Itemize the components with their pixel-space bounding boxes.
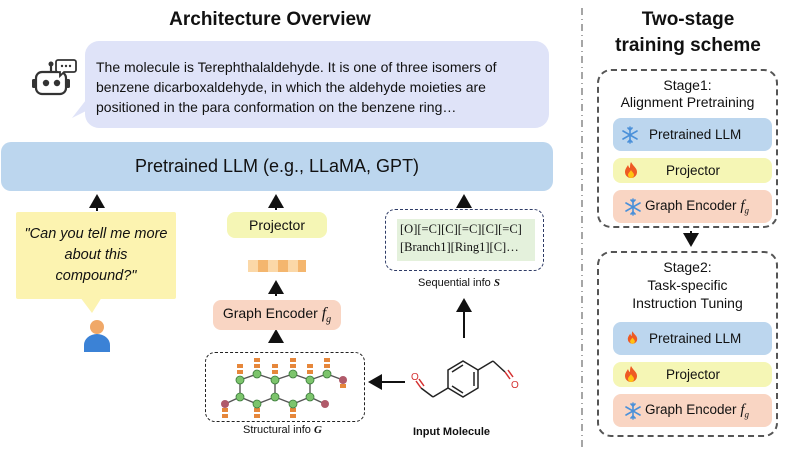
svg-text:O: O xyxy=(411,372,419,383)
projector-box: Projector xyxy=(227,212,327,238)
selfies-string-box xyxy=(397,219,535,261)
user-question-box: "Can you tell me more about this compoun… xyxy=(16,212,176,299)
stage2-projector-box xyxy=(613,362,772,387)
training-title-line2: training scheme xyxy=(615,35,761,56)
stage1-encoder-box xyxy=(613,190,772,223)
snowflake-icon xyxy=(622,126,638,144)
user-icon xyxy=(84,320,110,352)
structural-graph-container xyxy=(205,352,365,422)
question-tail xyxy=(80,297,102,313)
stage1-title-line2: Alignment Pretraining xyxy=(620,94,755,110)
pretrained-llm-label: Pretrained LLM (e.g., LLaMA, GPT) xyxy=(134,156,420,176)
graph-encoder-label: Graph Encoder fg xyxy=(222,305,332,325)
stage2-title-line2: Task-specific xyxy=(647,277,728,293)
stage1-encoder-label: Graph Encoder fg xyxy=(645,198,749,216)
stage1-panel xyxy=(597,69,778,228)
projector-label: Projector xyxy=(248,217,306,233)
stage2-encoder-box xyxy=(613,394,772,427)
stage2-llm-box xyxy=(613,322,772,355)
stage1-title-line1: Stage1: xyxy=(663,77,712,93)
selfies-line1: [O][=C][C][=C][C][=C] xyxy=(400,222,522,236)
stage2-llm-label: Pretrained LLM xyxy=(649,331,742,346)
snowflake-icon xyxy=(625,402,641,420)
fire-icon xyxy=(625,366,637,382)
stage2-projector-label: Projector xyxy=(666,367,721,382)
fire-icon xyxy=(627,331,638,344)
architecture-title: Architecture Overview xyxy=(169,9,371,30)
llm-output-bubble xyxy=(85,41,549,128)
training-title-line1: Two-stage xyxy=(641,9,735,30)
stage1-llm-box xyxy=(613,118,772,151)
structural-info-label: Structural info G xyxy=(243,424,322,436)
selfies-container xyxy=(385,209,544,271)
svg-text:O: O xyxy=(511,380,519,391)
robot-icon xyxy=(32,59,77,96)
snowflake-icon xyxy=(625,198,641,216)
input-molecule-label: Input Molecule xyxy=(413,426,490,438)
stage2-panel xyxy=(597,251,778,437)
stage2-encoder-label: Graph Encoder fg xyxy=(645,402,749,420)
graph-encoder-box: Graph Encoder fg xyxy=(213,300,341,330)
stage1-projector-box xyxy=(613,158,772,183)
llm-output-text: The molecule is Terephthalaldehyde. It i… xyxy=(96,59,497,115)
user-question-text: "Can you tell me more about this compoun… xyxy=(24,226,168,284)
molecular-graph xyxy=(221,358,347,418)
sequential-info-label: Sequential info S xyxy=(418,277,500,289)
input-molecule-structure: O O xyxy=(411,360,519,398)
pretrained-llm-bar: Pretrained LLM (e.g., LLaMA, GPT) xyxy=(1,142,553,191)
stage1-llm-label: Pretrained LLM xyxy=(649,127,742,142)
embedding-vector xyxy=(248,260,306,272)
stage2-title-line3: Instruction Tuning xyxy=(632,295,743,311)
selfies-line2: [Branch1][Ring1][C]… xyxy=(400,240,519,254)
stage2-title-line1: Stage2: xyxy=(663,259,712,275)
fire-icon xyxy=(625,162,637,178)
stage1-projector-label: Projector xyxy=(666,163,721,178)
bubble-tail xyxy=(72,100,92,118)
